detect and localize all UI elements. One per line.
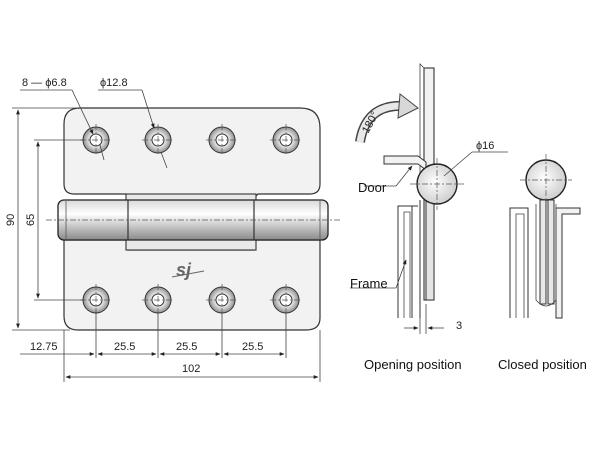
mounting-hole [142,284,174,316]
mounting-hole [206,284,238,316]
frame-bracket [509,207,529,318]
upper-mounting-holes [80,124,302,156]
dim-overall-width: 102 [182,363,200,375]
mounting-hole [142,124,174,156]
door-leaf [555,207,581,319]
brand-logo: sj [176,260,192,280]
door-label: Door [358,180,387,195]
lower-mounting-holes [80,284,302,316]
dim-hole-spacing: 65 [25,214,37,226]
caption-opening-position: Opening position [364,357,462,372]
mounting-hole [206,124,238,156]
dim-overall-height: 90 [5,214,17,226]
hole-callout: 8 — ϕ6.8 [22,77,67,89]
dim-edge-offset: 12.75 [30,341,58,353]
frame-bracket [397,205,413,318]
dim-pitch: 25.5 [176,341,197,353]
lower-leaf [63,239,321,331]
frame-label: Frame [350,276,388,291]
caption-closed-position: Closed position [498,357,587,372]
opening-position-view: 180° ϕ16 Door Frame 3 Opening position [350,63,508,372]
countersink-callout: ϕ12.8 [100,77,128,89]
dim-pitch: 25.5 [242,341,263,353]
closed-position-view: Closed position [498,154,587,372]
dim-pitch: 25.5 [114,341,135,353]
mounting-hole [270,124,302,156]
mounting-hole [270,284,302,316]
pin-diameter-label: ϕ16 [476,140,494,152]
mounting-hole [80,284,112,316]
offset-dimension: 3 [456,320,462,332]
hinge-front-view: sj 8 — ϕ6.8 ϕ12.8 90 65 12.75 25.5 [5,77,340,382]
